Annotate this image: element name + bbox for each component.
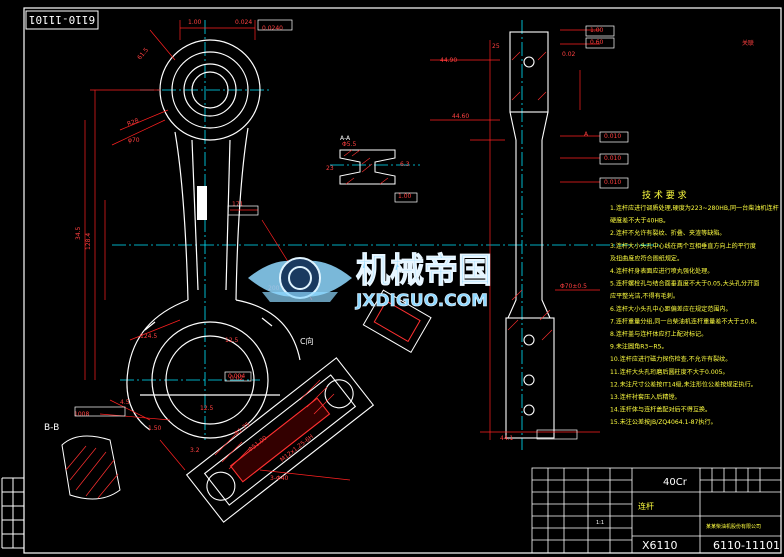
watermark-url: JXDIGUO.COM (355, 291, 488, 311)
dim-side-11: 44.1 (500, 435, 514, 442)
tech-note-line: 1.连杆应进行调质处理,硬度为223~280HB,同一台柴油机连杆 (610, 204, 779, 212)
dim-10: 171 (232, 201, 244, 208)
dim-sec-2: 6.3 (400, 161, 410, 168)
dim-sec-3: 23 (326, 165, 334, 172)
tb-model: X6110 (642, 539, 678, 552)
dim-3: 0.0240 (262, 25, 283, 32)
tb-company: 某某柴油机股份有限公司 (706, 523, 761, 530)
dim-cap-5: 0.004 (228, 373, 245, 380)
view-label-c: C向 (300, 336, 314, 346)
dimension-text-side: 1.00 0.60 0.02 44.60 A 0.010 0.010 0.010… (440, 27, 621, 442)
dim-cap-4: 3.2 (190, 447, 200, 454)
tech-note-line: 14.连杆体与连杆盖配对后不得互换。 (610, 406, 711, 414)
tb-part-name: 连杆 (638, 501, 654, 511)
tech-note-line: 9.未注圆角R3~R5。 (610, 343, 668, 351)
dim-side-10: 25 (492, 43, 500, 50)
tech-note-line: 12.未注尺寸公差按IT14级,未注形位公差按规定执行。 (610, 380, 757, 388)
dimension-text-section: Φ5.5 6.3 23 1.00 (326, 141, 412, 200)
dim-side-8: 0.010 (604, 179, 621, 186)
shank-label-box (197, 186, 207, 220)
tech-note-line: 2.连杆不允许有裂纹、折叠、夹渣等缺陷。 (610, 229, 726, 237)
tech-note-line: 13.连杆衬套压入后精镗。 (610, 393, 681, 401)
tech-note-line: 7.连杆重量分组,同一台柴油机连杆重量差不大于±0.8。 (610, 317, 761, 325)
dim-5: R28 (126, 117, 140, 128)
section-aa (339, 149, 396, 185)
dim-cap-6: 12.5 (200, 405, 214, 412)
dim-side-4: 44.60 (452, 113, 469, 120)
bolt-detail (362, 289, 432, 354)
dim-side-1: 1.00 (590, 27, 604, 34)
dim-15: 0.02 (230, 375, 244, 382)
dim-14: 3-Φ40 (270, 475, 289, 482)
dim-sec-4: 1.00 (398, 193, 412, 200)
dim-side-9: 44.90 (440, 57, 457, 64)
stamp-top-left-text: 6110-11101 (29, 13, 95, 26)
dim-8: 1008 (74, 411, 89, 418)
dim-16: 1.50 (148, 425, 162, 432)
dim-1: 1.00 (188, 19, 202, 26)
dim-side-7: 0.010 (604, 155, 621, 162)
tech-notes: 技 术 要 求 1.连杆应进行调质处理,硬度为223~280HB,同一台柴油机连… (610, 189, 779, 426)
drawing-frame (1, 7, 782, 554)
dim-9: 4.5 (120, 399, 130, 406)
tb-scale: 1:1 (596, 520, 604, 526)
tech-note-line: 6.连杆大小头孔中心距偏差应在规定范围内。 (610, 305, 732, 313)
watermark: 机械帝国 JXDIGUO.COM (248, 251, 493, 311)
dim-side-5: A (584, 131, 589, 138)
con-rod-side-view (505, 31, 555, 439)
dim-sec-1: Φ5.5 (342, 141, 356, 148)
tech-note-line: 3.连杆大小头孔中心线在两个互相垂直方向上的平行度 (610, 242, 756, 250)
section-bb (61, 435, 121, 500)
section-bb-label: B-B (44, 423, 59, 433)
dim-6: 128.4 (85, 233, 92, 250)
dim-side-3: 0.02 (562, 51, 576, 58)
stamp-top-left: 6110-11101 (25, 10, 99, 30)
tech-note-line: 硬度差不大于40HB。 (610, 217, 669, 225)
dim-13: 12.5 (225, 337, 239, 344)
dimension-lines (84, 20, 600, 481)
cap-section-view (185, 357, 375, 523)
dim-17: φ70 (128, 137, 140, 144)
tech-note-line: 及扭曲度应符合图纸规定。 (610, 254, 683, 262)
tb-material: 40Cr (663, 477, 688, 488)
tech-note-line: 11.连杆大头孔珩磨后圆柱度不大于0.005。 (610, 368, 729, 376)
dim-2: 0.024 (235, 19, 252, 26)
dim-side-6: 0.010 (604, 133, 621, 140)
tech-notes-title: 技 术 要 求 (642, 189, 687, 201)
tech-note-line: 10.连杆应进行磁力探伤检查,不允许有裂纹。 (610, 355, 731, 363)
cap-hatch (214, 379, 335, 470)
tech-note-line: 5.连杆螺栓孔与结合面垂直度不大于0.05,大头孔分开面 (610, 280, 759, 288)
side-hatch (507, 51, 553, 341)
dim-side-2: 0.60 (590, 39, 604, 46)
watermark-wings-icon (248, 257, 352, 302)
tech-note-line: 8.连杆盖与连杆体应打上配对标记。 (610, 330, 707, 338)
dim-7: 34.5 (75, 226, 82, 240)
section-aa-label: A-A (340, 135, 351, 142)
stamp-top-right: 关联 (742, 39, 754, 47)
tech-note-line: 4.连杆杆身表面应进行喷丸强化处理。 (610, 267, 713, 275)
tolerance-frames (74, 19, 629, 440)
title-block (531, 467, 782, 554)
dim-side-12: Φ70±0.5 (560, 283, 587, 290)
watermark-title: 机械帝国 (356, 251, 492, 291)
title-block-text: 40Cr 连杆 某某柴油机股份有限公司 X6110 6110-11101 1:1 (596, 477, 780, 552)
con-rod-front-view (126, 39, 301, 439)
tb-drawing-number: 6110-11101 (713, 539, 780, 552)
dim-12: 124.5 (140, 333, 157, 340)
centerlines (112, 20, 660, 450)
tech-note-line: 15.未注公差按JB/ZQ4064.1-87执行。 (610, 418, 717, 426)
tech-note-line: 应平整光洁,不得有毛刺。 (610, 292, 679, 300)
